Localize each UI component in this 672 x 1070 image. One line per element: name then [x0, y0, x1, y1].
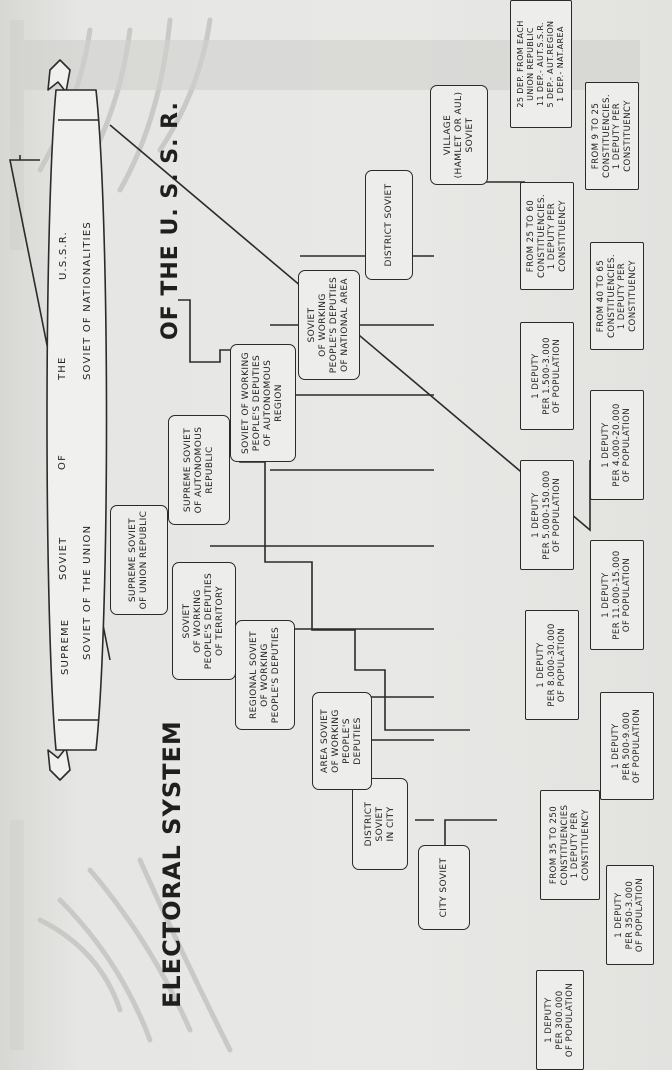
rep-300000: 1 DEPUTY PER 300.000 OF POPULATION: [536, 970, 584, 1070]
box-national-area: SOVIET OF WORKING PEOPLE'S DEPUTIES OF N…: [298, 270, 360, 380]
rep-autonomous-region: 1 DEPUTY PER 1.500-3.000 OF POPULATION: [520, 322, 574, 430]
box-territory-soviet: SOVIET OF WORKING PEOPLE'S DEPUTIES OF T…: [172, 562, 236, 680]
box-village-soviet: VILLAGE (HAMLET OR AUL) SOVIET: [430, 85, 488, 185]
rep-autonomous-republic: 1 DEPUTY PER 4.000-20.000 OF POPULATION: [590, 390, 644, 500]
ribbon-word-soviet: SOVIET: [58, 536, 69, 580]
box-union-republic: SUPREME SOVIET OF UNION REPUBLIC: [110, 505, 168, 615]
ribbon-word-the: THE: [57, 356, 68, 380]
rep-regional: 1 DEPUTY PER 8.000-30.000 OF POPULATION: [525, 610, 579, 720]
box-city-soviet: CITY SOVIET: [418, 845, 470, 930]
ribbon-soviet-of-nationalities: SOVIET OF NATIONALITIES: [82, 221, 93, 380]
rep-district: FROM 25 TO 60 CONSTITUENCIES. 1 DEPUTY P…: [520, 182, 574, 290]
ribbon-word-supreme: SUPREME: [60, 618, 71, 675]
box-regional-soviet: REGIONAL SOVIET OF WORKING PEOPLE'S DEPU…: [235, 620, 295, 730]
ribbon-soviet-of-the-union: SOVIET OF THE UNION: [82, 524, 93, 660]
rep-union-republic: 1 DEPUTY PER 5.000-150.000 OF POPULATION: [520, 460, 574, 570]
rep-national-area: FROM 40 TO 65 CONSTITUENCIES. 1 DEPUTY P…: [590, 242, 644, 350]
ribbon-word-of: OF: [57, 453, 68, 470]
box-area-soviet: AREA SOVIET OF WORKING PEOPLE'S DEPUTIES: [312, 692, 372, 790]
rep-nationalities: 25 DEP. FROM EACH UNION REPUBLIC 11 DEP.…: [510, 0, 572, 128]
rep-district-city: FROM 35 TO 250 CONSTITUENCIES 1 DEPUTY P…: [540, 790, 600, 900]
rep-city: 1 DEPUTY PER 350-3.000 OF POPULATION: [606, 865, 654, 965]
rep-area: 1 DEPUTY PER 500-9.000 OF POPULATION: [600, 692, 654, 800]
rep-territory: 1 DEPUTY PER 11.000-15.000 OF POPULATION: [590, 540, 644, 650]
rep-village: FROM 9 TO 25 CONSTITUENCIES. 1 DEPUTY PE…: [585, 82, 639, 190]
box-district-soviet-in-city: DISTRICT SOVIET IN CITY: [352, 778, 408, 870]
ribbon-word-ussr: U.S.S.R.: [58, 231, 69, 280]
box-autonomous-republic: SUPREME SOVIET OF AUTONOMOUS REPUBLIC: [168, 415, 230, 525]
box-district-soviet: DISTRICT SOVIET: [365, 170, 413, 280]
box-autonomous-region: SOVIET OF WORKING PEOPLE'S DEPUTIES OF A…: [230, 344, 296, 462]
